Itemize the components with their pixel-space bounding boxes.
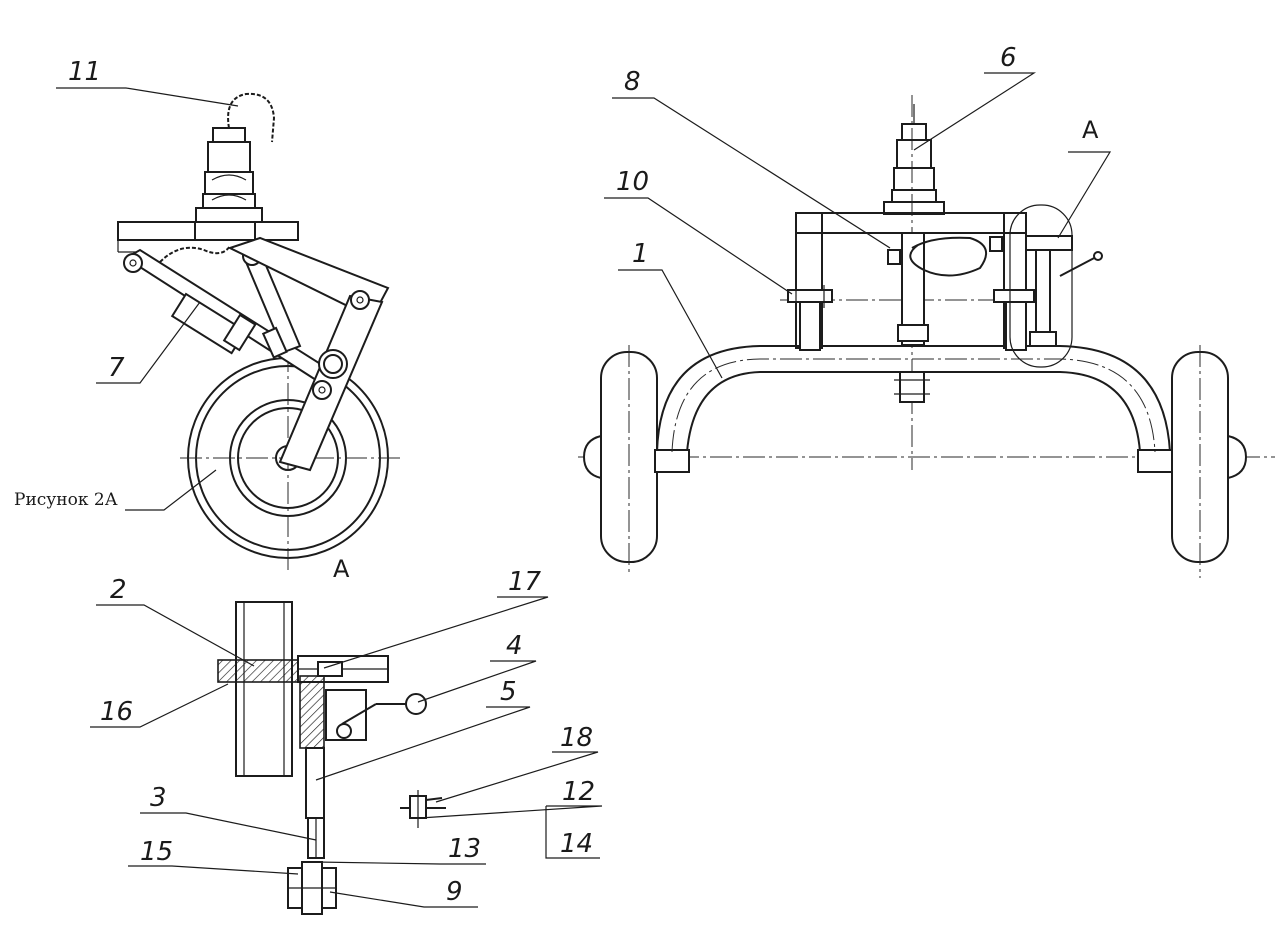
section-bracket	[217, 659, 299, 683]
callout-2: 2	[110, 575, 127, 605]
side-view	[117, 92, 400, 570]
callouts: 11 7 Рисунок 2А А 8 6 А 10 1 2 16 17 4 5…	[14, 43, 1099, 907]
callout-4: 4	[506, 631, 523, 661]
front-right-wheel	[1171, 345, 1248, 578]
callout-11: 11	[68, 57, 101, 87]
front-bolt-left	[787, 285, 833, 308]
section-tube	[235, 601, 293, 777]
front-view	[578, 95, 1275, 578]
callout-16: 16	[100, 697, 133, 727]
arched-axle	[654, 345, 1173, 473]
front-sensor	[883, 104, 945, 215]
callout-10: 10	[616, 167, 649, 197]
section-bottom-mount	[287, 861, 337, 915]
callout-5: 5	[500, 677, 517, 707]
section-post	[299, 675, 325, 749]
callout-17: 17	[508, 567, 542, 597]
callout-15: 15	[140, 837, 173, 867]
detail-a-mechanism	[1025, 235, 1103, 347]
side-cable-loop	[159, 245, 231, 263]
view-a-label: А	[333, 555, 350, 583]
callout-14: 14	[560, 829, 593, 859]
side-cable	[227, 92, 276, 143]
front-left-wheel	[582, 345, 658, 572]
side-right-arm	[227, 236, 390, 472]
callout-12: 12	[562, 777, 595, 807]
small-detail	[400, 790, 446, 828]
leader-lines	[56, 72, 1112, 908]
detail-a-label: А	[1082, 116, 1099, 144]
callout-7: 7	[108, 353, 125, 383]
section-lever	[325, 689, 427, 741]
detail-a-outline	[1009, 204, 1073, 368]
callout-9: 9	[446, 877, 463, 907]
callout-6: 6	[1000, 43, 1017, 73]
front-bolt-right	[887, 236, 1035, 303]
front-frame	[780, 212, 1040, 351]
callout-3: 3	[150, 783, 167, 813]
section-view	[217, 601, 446, 915]
side-strut	[242, 246, 302, 359]
front-lower-bracket	[894, 371, 930, 403]
callout-1: 1	[632, 239, 649, 269]
callout-18: 18	[560, 723, 593, 753]
callout-13: 13	[448, 834, 481, 864]
figure-caption: Рисунок 2А	[14, 490, 118, 510]
front-central-shaft	[901, 232, 925, 346]
front-cable-loop	[909, 236, 988, 277]
callout-8: 8	[624, 67, 641, 97]
side-sensor	[195, 127, 263, 223]
